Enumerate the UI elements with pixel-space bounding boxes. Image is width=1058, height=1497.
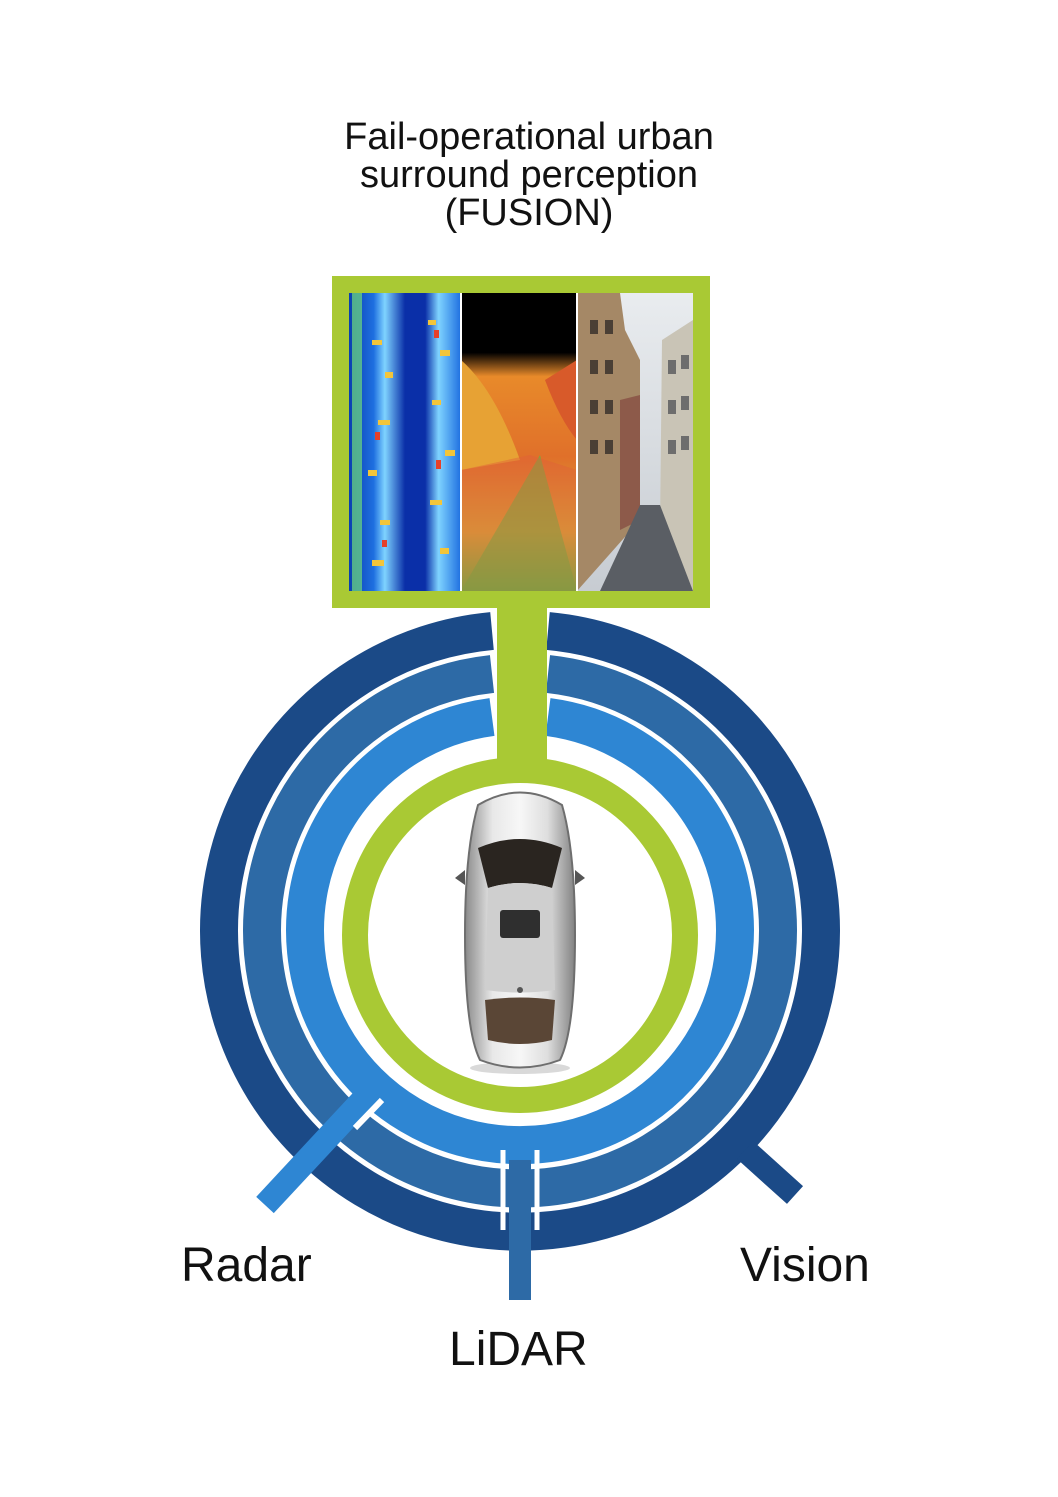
diagram-title: Fail-operational urban surround percepti… [0,118,1058,232]
lidar-image [461,293,577,591]
sensor-imagery-panel [349,293,693,591]
title-line-1: Fail-operational urban [344,116,714,158]
radar-ring [286,698,754,1165]
sunroof [500,910,540,938]
vision-image [577,293,693,591]
car-top-view [455,791,585,1074]
lidar-label: LiDAR [449,1323,588,1376]
fusion-stem [497,600,547,775]
radar-connector [256,1081,381,1214]
vision-label: Vision [740,1239,870,1292]
radar-image [349,293,461,591]
sensor-connectors [256,1081,804,1300]
vision-connector [736,1141,804,1204]
title-line-3: (FUSION) [444,192,614,234]
title-line-2: surround perception [360,154,698,196]
radar-label: Radar [181,1239,312,1292]
